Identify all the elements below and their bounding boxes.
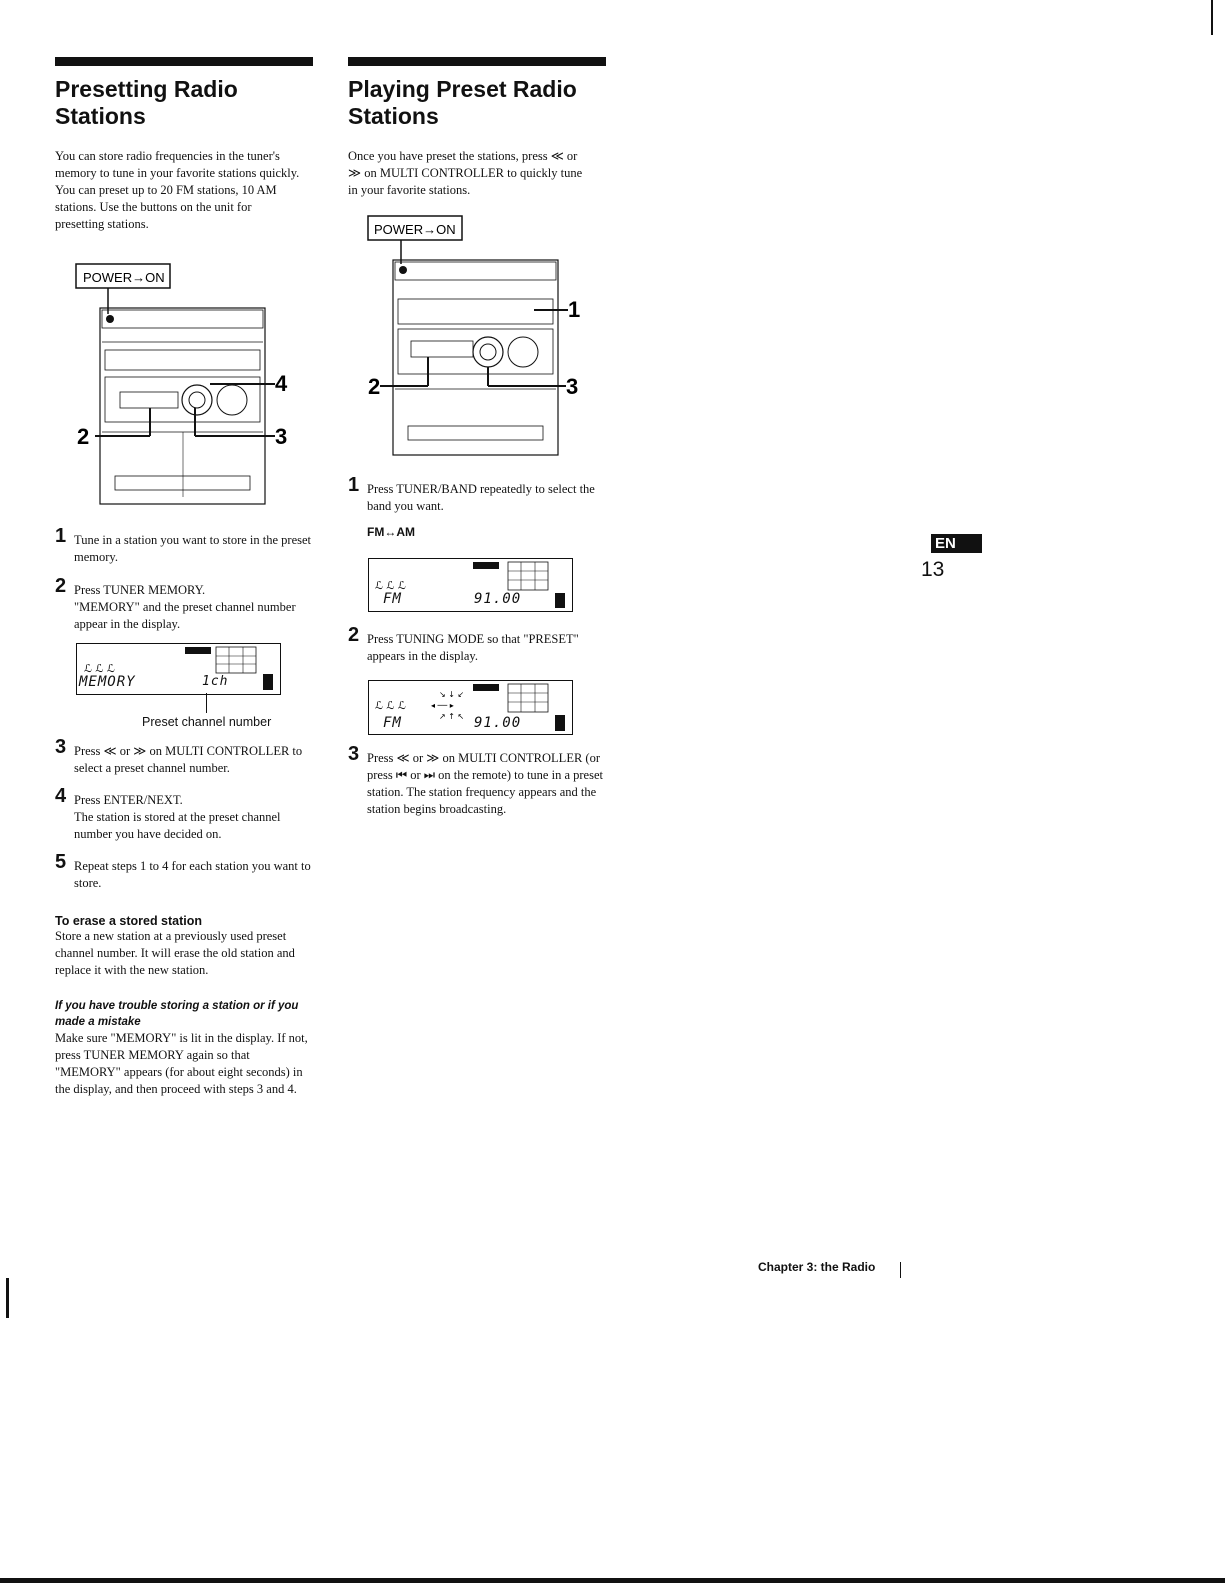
section-title: Presetting Radio Stations	[55, 76, 238, 129]
step-number: 1	[55, 525, 67, 547]
step-5: 5 Repeat steps 1 to 4 for each station y…	[55, 852, 313, 892]
callout-3: 3	[566, 374, 578, 399]
callout-2: 2	[368, 374, 380, 399]
trouble-text: Make sure "MEMORY" is lit in the display…	[55, 1031, 308, 1096]
display-frequency-text: 91.00	[474, 591, 522, 607]
power-on-label: POWER→ON	[374, 222, 456, 237]
memory-display: ℒ ℒ ℒ MEMORY 1ch	[76, 643, 281, 695]
step-detail: The station is stored at the preset chan…	[74, 810, 281, 841]
stereo-unit-illustration: POWER→ON 1 2 3	[366, 214, 596, 459]
callout-3: 3	[275, 424, 287, 449]
step-number: 2	[348, 624, 360, 646]
step-1: 1 Tune in a station you want to store in…	[55, 526, 313, 566]
svg-text:ℒ ℒ ℒ: ℒ ℒ ℒ	[375, 699, 406, 712]
right-step-2: 2 Press TUNING MODE so that "PRESET" app…	[348, 625, 608, 665]
display-main-text: MEMORY	[79, 674, 136, 690]
step-number: 3	[55, 736, 67, 758]
svg-text:ℒ ℒ ℒ: ℒ ℒ ℒ	[84, 662, 115, 675]
display-frequency-text: 91.00	[474, 715, 522, 731]
display-indicators: ℒ ℒ ℒ ↘ ↓ ↙ ◂ ── ▸ ↗ ↑ ↖	[375, 683, 565, 731]
step-2: 2 Press TUNER MEMORY. "MEMORY" and the p…	[55, 576, 313, 633]
display-caption: Preset channel number	[142, 715, 272, 729]
svg-text:ℒ ℒ ℒ: ℒ ℒ ℒ	[375, 579, 406, 592]
step-number: 1	[348, 474, 360, 496]
caption-pointer-line	[206, 693, 207, 713]
section-rule	[348, 57, 606, 66]
step-number: 2	[55, 575, 67, 597]
footer-bar	[900, 1262, 901, 1278]
right-column: Playing Preset Radio Stations Once you h…	[348, 57, 606, 199]
section-title: Playing Preset Radio Stations	[348, 76, 577, 129]
step-text: Press TUNER MEMORY.	[74, 583, 206, 597]
page-number: 13	[921, 558, 945, 581]
step-detail: "MEMORY" and the preset channel number a…	[74, 600, 296, 631]
left-steps-continued: 3 Press ≪ or ≫ on MULTI CONTROLLER to se…	[55, 737, 313, 1098]
display-indicators: ℒ ℒ ℒ	[375, 561, 565, 608]
erase-heading: To erase a stored station	[55, 914, 203, 928]
step-text: Repeat steps 1 to 4 for each station you…	[74, 859, 311, 890]
step-text: Press ENTER/NEXT.	[74, 793, 183, 807]
stereo-unit-drawing: POWER→ON 1 2 3	[367, 215, 580, 456]
left-steps: 1 Tune in a station you want to store in…	[55, 526, 313, 633]
section-rule	[55, 57, 313, 66]
display-channel-text: 1ch	[202, 674, 229, 689]
chapter-footer: Chapter 3: the Radio	[758, 1260, 876, 1274]
step-1: 1 Press TUNER/BAND repeatedly to select …	[348, 475, 608, 515]
right-step-3: 3 Press ≪ or ≫ on MULTI CONTROLLER (or p…	[348, 744, 608, 818]
power-on-label: POWER→ON	[83, 270, 165, 285]
svg-text:◂ ── ▸: ◂ ── ▸	[431, 701, 454, 710]
language-tab: EN	[931, 534, 982, 553]
step-3: 3 Press ≪ or ≫ on MULTI CONTROLLER (or p…	[348, 744, 608, 818]
step-text: Tune in a station you want to store in t…	[74, 533, 312, 564]
display-band-text: FM	[383, 591, 402, 607]
intro-text: Once you have preset the stations, press…	[348, 149, 583, 197]
band-label: FM↔AM	[367, 525, 415, 539]
bottom-border	[0, 1578, 1225, 1583]
step-text: Press TUNING MODE so that "PRESET" appea…	[367, 632, 579, 663]
step-number: 4	[55, 785, 67, 807]
step-text: Press ≪ or ≫ on MULTI CONTROLLER (or pre…	[367, 751, 603, 816]
display-band-text: FM	[383, 715, 402, 731]
step-3: 3 Press ≪ or ≫ on MULTI CONTROLLER to se…	[55, 737, 313, 777]
svg-text:↘ ↓ ↙: ↘ ↓ ↙	[439, 690, 464, 699]
right-steps: 1 Press TUNER/BAND repeatedly to select …	[348, 475, 608, 539]
callout-2: 2	[77, 424, 89, 449]
display-indicators: ℒ ℒ ℒ	[84, 646, 273, 690]
stereo-unit-illustration: POWER→ON 4 2 3	[75, 262, 305, 512]
step-text: Press TUNER/BAND repeatedly to select th…	[367, 482, 595, 513]
erase-text: Store a new station at a previously used…	[55, 929, 295, 977]
step-2: 2 Press TUNING MODE so that "PRESET" app…	[348, 625, 608, 665]
band-display: ℒ ℒ ℒ FM 91.00	[368, 558, 573, 612]
trouble-heading: If you have trouble storing a station or…	[55, 1000, 299, 1028]
callout-4: 4	[275, 371, 288, 396]
step-4: 4 Press ENTER/NEXT. The station is store…	[55, 786, 313, 843]
preset-display: ℒ ℒ ℒ ↘ ↓ ↙ ◂ ── ▸ ↗ ↑ ↖ FM 91.00	[368, 680, 573, 735]
scan-mark	[1211, 0, 1213, 35]
scan-mark	[6, 1278, 9, 1318]
callout-1: 1	[568, 297, 580, 322]
intro-text: You can store radio frequencies in the t…	[55, 149, 300, 231]
step-number: 3	[348, 743, 360, 765]
stereo-unit-drawing: POWER→ON 4 2 3	[75, 263, 288, 505]
left-column: Presetting Radio Stations You can store …	[55, 57, 313, 233]
svg-text:↗ ↑ ↖: ↗ ↑ ↖	[439, 712, 464, 721]
step-text: Press ≪ or ≫ on MULTI CONTROLLER to sele…	[74, 744, 303, 775]
step-number: 5	[55, 851, 67, 873]
